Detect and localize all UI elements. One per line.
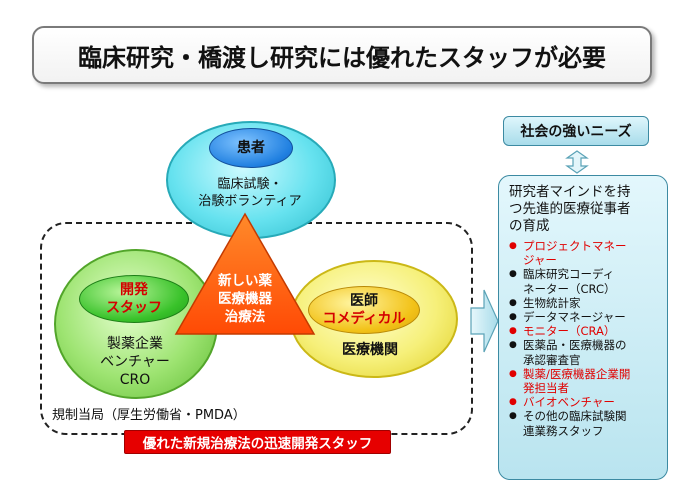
staff-heading-line1: 研究者マインドを持 xyxy=(509,184,631,200)
patient-label-pill: 患者 xyxy=(209,128,293,168)
doctor-label-line2: コメディカル xyxy=(322,311,406,327)
staff-item-line1: 生物統計家 xyxy=(523,295,581,310)
staff-item-line1: 臨床研究コーディ xyxy=(523,267,615,282)
staff-item-line2: 承認審査官 xyxy=(523,352,581,367)
up-down-arrow-icon xyxy=(565,150,589,174)
staff-item-line1: 製薬/医療機器企業開 xyxy=(523,366,631,381)
staff-item-line1: バイオベンチャー xyxy=(523,395,615,410)
staff-item-line1: プロジェクトマネー xyxy=(523,239,627,253)
center-line2: 医療機器 xyxy=(218,291,272,307)
page-title: 臨床研究・橋渡し研究には優れたスタッフが必要 xyxy=(78,43,606,72)
title-box: 臨床研究・橋渡し研究には優れたスタッフが必要 xyxy=(32,26,652,84)
doctor-description: 医療機関 xyxy=(342,342,398,358)
staff-item-line1: データマネージャー xyxy=(523,310,626,325)
development-label-line1: 開発 xyxy=(120,282,148,298)
staff-item: 生物統計家 xyxy=(509,296,661,310)
bottom-banner: 優れた新規治療法の迅速開発スタッフ xyxy=(124,430,391,454)
patient-sub-line1: 臨床試験・ xyxy=(217,177,283,192)
staff-heading-line3: の育成 xyxy=(509,218,550,234)
staff-item: モニター（CRA） xyxy=(509,324,661,338)
staff-item-line1: 医薬品・医療機器の xyxy=(523,338,627,353)
center-text: 新しい薬 医療機器 治療法 xyxy=(200,272,290,326)
patient-description: 臨床試験・ 治験ボランティア xyxy=(180,176,320,210)
development-sub-line3: CRO xyxy=(119,372,151,388)
staff-item-line1: その他の臨床試験関 xyxy=(523,409,627,424)
staff-item-line1: モニター（CRA） xyxy=(523,324,616,339)
doctor-label-pill: 医師 コメディカル xyxy=(308,286,420,334)
center-line1: 新しい薬 xyxy=(218,273,272,289)
doctor-label-line1: 医師 xyxy=(350,293,378,309)
staff-item-line2: 発担当者 xyxy=(523,381,569,396)
staff-heading: 研究者マインドを持 つ先進的医療従事者 の育成 xyxy=(509,184,661,235)
regulator-label: 規制当局（厚生労働省・PMDA） xyxy=(52,408,246,423)
development-sub-line2: ベンチャー xyxy=(100,354,170,370)
staff-item-line2: ネーター（CRC） xyxy=(523,281,616,296)
patient-sub-line2: 治験ボランティア xyxy=(198,194,302,209)
staff-heading-line2: つ先進的医療従事者 xyxy=(509,201,631,217)
patient-label: 患者 xyxy=(237,140,265,156)
right-arrow-icon xyxy=(470,289,499,353)
development-sub-line1: 製薬企業 xyxy=(107,336,163,352)
development-label-line2: スタッフ xyxy=(106,300,162,316)
development-label-pill: 開発 スタッフ xyxy=(79,275,189,323)
center-triangle xyxy=(174,212,316,335)
staff-item-line2: ジャー xyxy=(523,253,557,268)
needs-label: 社会の強いニーズ xyxy=(520,124,632,140)
bottom-banner-text: 優れた新規治療法の迅速開発スタッフ xyxy=(142,436,373,452)
staff-item: バイオベンチャー xyxy=(509,395,661,409)
staff-item-line2: 連業務スタッフ xyxy=(523,423,604,438)
center-line3: 治療法 xyxy=(224,309,266,325)
staff-item: データマネージャー xyxy=(509,310,661,324)
needs-box: 社会の強いニーズ xyxy=(503,116,649,146)
development-description: 製薬企業 ベンチャー CRO xyxy=(60,335,210,389)
